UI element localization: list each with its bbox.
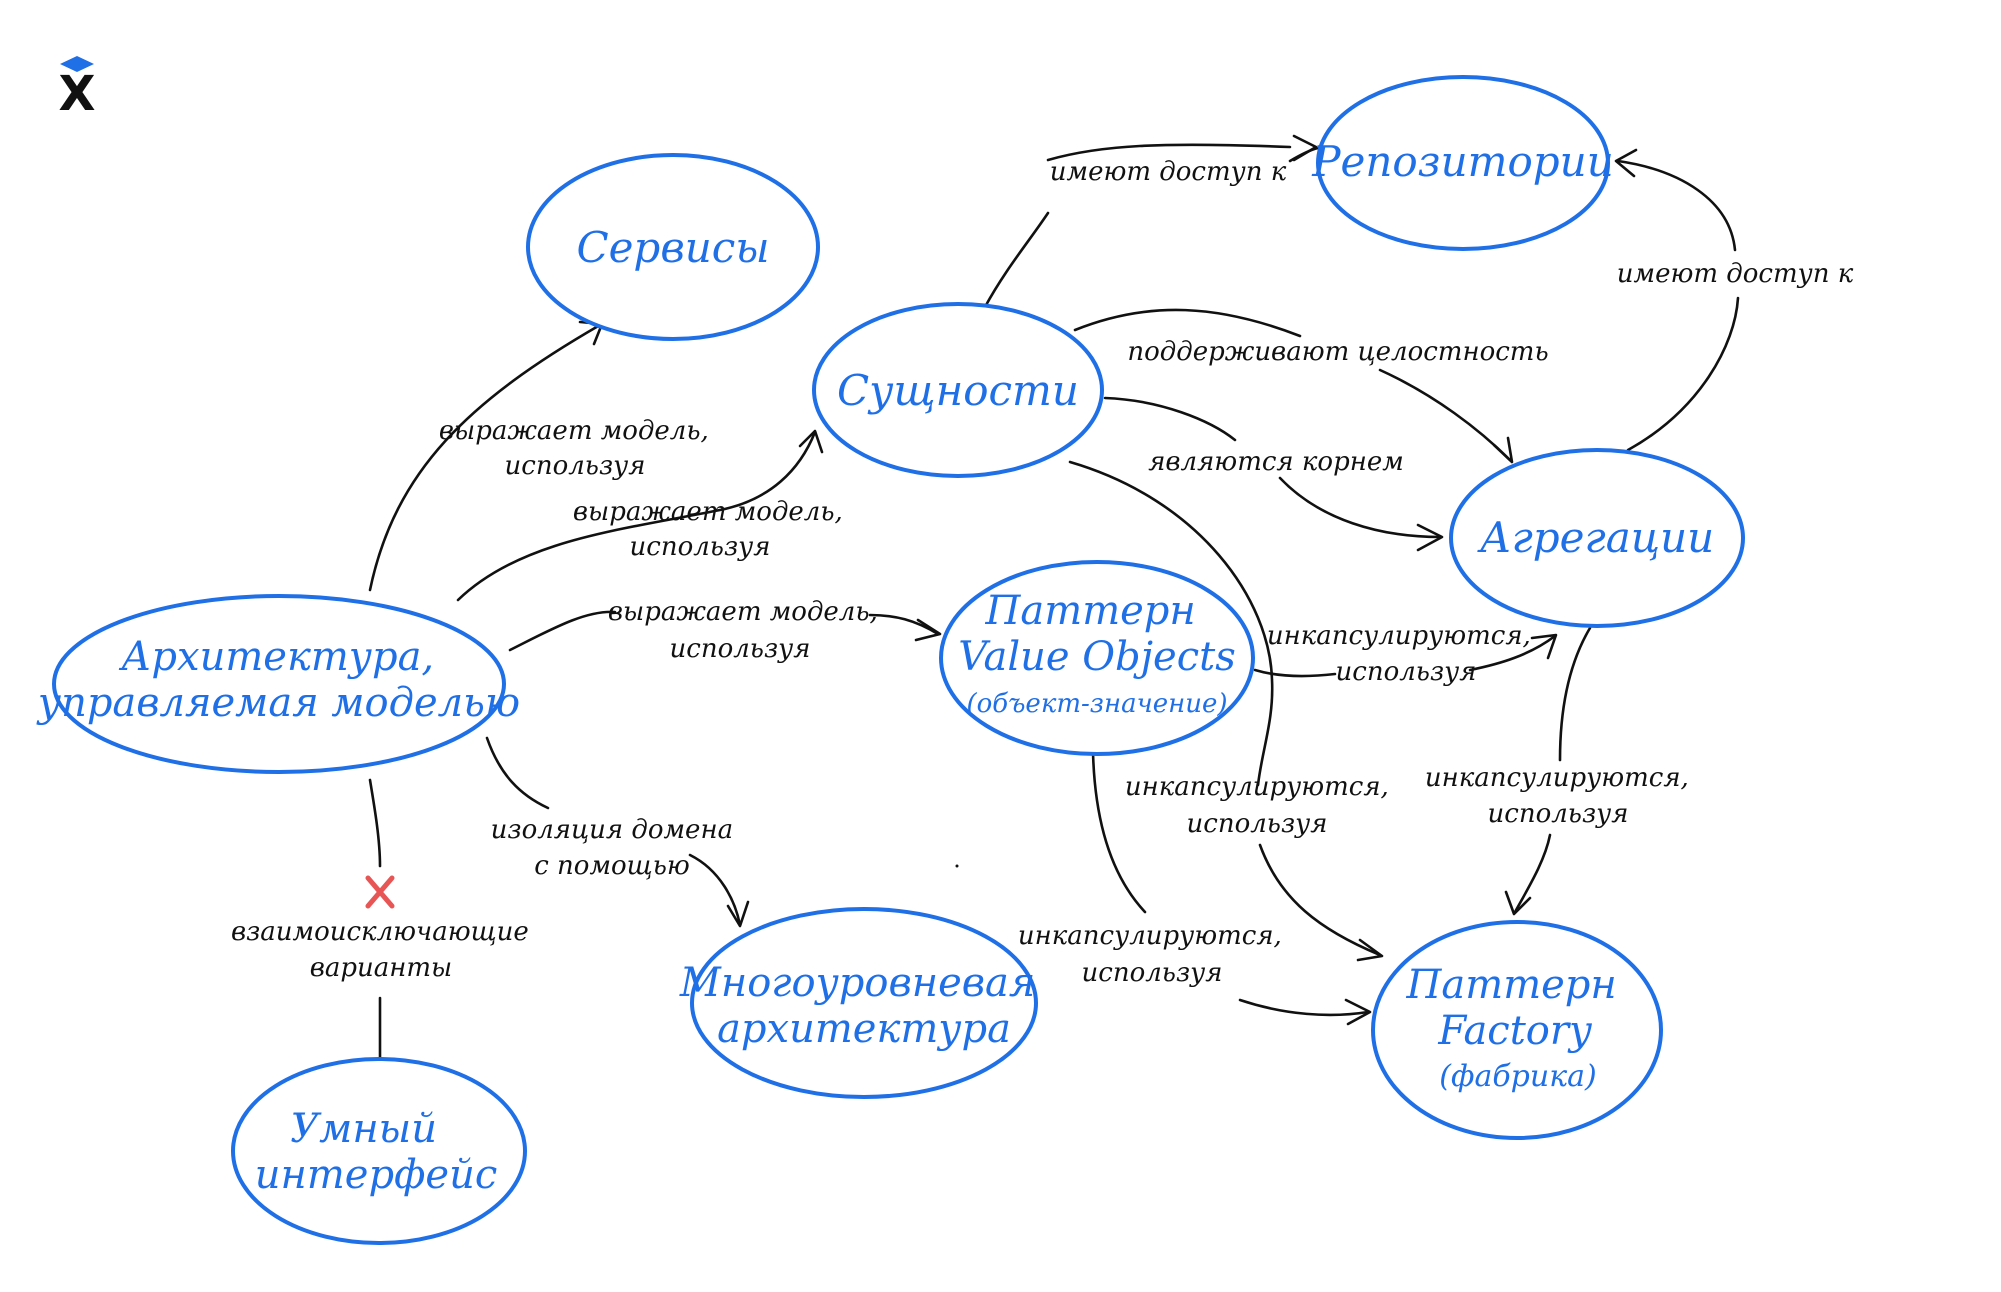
edge-aggregations-factory-2 [1513, 833, 1552, 914]
svg-text:(фабрика): (фабрика) [1439, 1059, 1596, 1094]
edge-value-objects-factory-2 [1238, 998, 1370, 1017]
edge-label-ddd-services: выражает модель, используя [439, 416, 717, 481]
svg-text:Репозитории: Репозитории [1311, 137, 1614, 186]
edge-entities-repositories-arrowhead [1292, 134, 1318, 162]
edge-label-ddd-entities: выражает модель, используя [573, 497, 851, 562]
edge-entities-factory-2 [1258, 843, 1382, 957]
svg-text:Архитектура, управляемая: Архитектура, управляемая моделью [36, 634, 520, 726]
stray-dot [955, 864, 959, 868]
edge-label-ddd-layered: изоляция домена с помощью [491, 815, 742, 881]
edge-aggregations-repositories [1626, 296, 1740, 452]
edge-ddd-entities [456, 430, 817, 602]
exclusive-mark-icon [365, 875, 395, 909]
edges [365, 134, 1740, 1062]
svg-text:Сущности: Сущности [837, 366, 1079, 415]
edge-label-entities-repositories: имеют доступ к [1050, 157, 1287, 187]
edge-aggregations-repositories-arrowhead [1614, 148, 1638, 178]
svg-text:Сервисы: Сервисы [576, 223, 769, 272]
node-layered: Многоуровневая архитектура [679, 907, 1048, 1099]
edge-entities-aggregations-root-arrowhead [1416, 523, 1444, 552]
logo-icon: X [58, 56, 96, 122]
edge-label-aggregations-factory: инкапсулируются, используя [1425, 763, 1697, 829]
edge-entities-aggregations-integrity [1073, 308, 1302, 338]
svg-text:Многоуровневая архитекту: Многоуровневая архитектура [679, 960, 1048, 1052]
svg-text:Умный интерфейс: Умный интерфейс [255, 1106, 497, 1198]
edge-aggregations-factory-arrowhead [1504, 890, 1532, 916]
edge-label-entities-factory: инкапсулируются, используя [1125, 772, 1397, 839]
svg-text:(объект-значение): (объект-значение) [966, 689, 1227, 719]
edge-ddd-layered [485, 736, 550, 810]
svg-text:Агрегации: Агрегации [1477, 513, 1714, 562]
edge-entities-aggregations-root [1103, 396, 1237, 442]
edge-ddd-entities-arrowhead [798, 429, 824, 454]
edge-ddd-layered-arrowhead [726, 900, 750, 928]
edge-entities-factory-arrowhead [1356, 938, 1384, 962]
edge-ddd-services [368, 323, 602, 592]
svg-text:Паттерн Factory: Паттерн Factory [1406, 962, 1630, 1054]
node-value-objects: Паттерн Value Objects (объект-значение) [939, 560, 1255, 756]
edge-label-entities-aggregations-root: являются корнем [1148, 447, 1404, 477]
edge-ddd-smart-ui-top [368, 778, 382, 868]
node-aggregations: Агрегации [1449, 448, 1745, 628]
edge-entities-aggregations-integrity-arrowhead [1492, 436, 1514, 464]
edge-aggregations-repositories-2 [1616, 159, 1737, 252]
edge-value-objects-aggregations-arrowhead [1530, 633, 1558, 660]
edge-aggregations-factory [1558, 626, 1592, 762]
edge-ddd-layered-2 [688, 853, 742, 927]
edge-label-value-objects-factory: инкапсулируются, используя [1018, 921, 1290, 988]
edge-ddd-value-objects-arrowhead [914, 618, 942, 642]
edge-ddd-value-objects-2 [868, 613, 940, 636]
edge-label-ddd-smart-ui: взаимоисключающие варианты [231, 917, 537, 983]
edge-value-objects-factory-arrowhead [1344, 998, 1372, 1026]
node-repositories: Репозитории [1311, 75, 1614, 251]
node-smart-ui: Умный интерфейс [231, 1057, 527, 1245]
node-factory: Паттерн Factory (фабрика) [1371, 920, 1663, 1140]
edge-ddd-value-objects [508, 610, 617, 652]
node-ddd: Архитектура, управляемая моделью [36, 594, 520, 774]
edge-entities-repositories-3 [1046, 143, 1292, 162]
edge-value-objects-aggregations [1253, 668, 1337, 678]
edge-value-objects-aggregations-2 [1468, 634, 1557, 672]
edge-label-entities-aggregations-integrity: поддерживают целостность [1127, 337, 1548, 367]
edge-entities-repositories [983, 211, 1050, 309]
edge-label-value-objects-aggregations: инкапсулируются, используя [1267, 621, 1539, 687]
edge-value-objects-factory [1091, 750, 1147, 914]
node-services: Сервисы [526, 153, 820, 341]
edge-label-ddd-value-objects: выражает модель, используя [608, 597, 886, 664]
edge-entities-aggregations-root-2 [1278, 476, 1442, 539]
svg-text:X: X [58, 66, 95, 122]
svg-text:Паттерн Value Objects: Паттерн Value Objects [958, 588, 1235, 680]
node-entities: Сущности [812, 302, 1104, 478]
edge-label-aggregations-repositories: имеют доступ к [1617, 259, 1854, 289]
edge-labels: выражает модель, используя выражает моде… [231, 157, 1854, 988]
edge-entities-factory [1068, 460, 1274, 787]
